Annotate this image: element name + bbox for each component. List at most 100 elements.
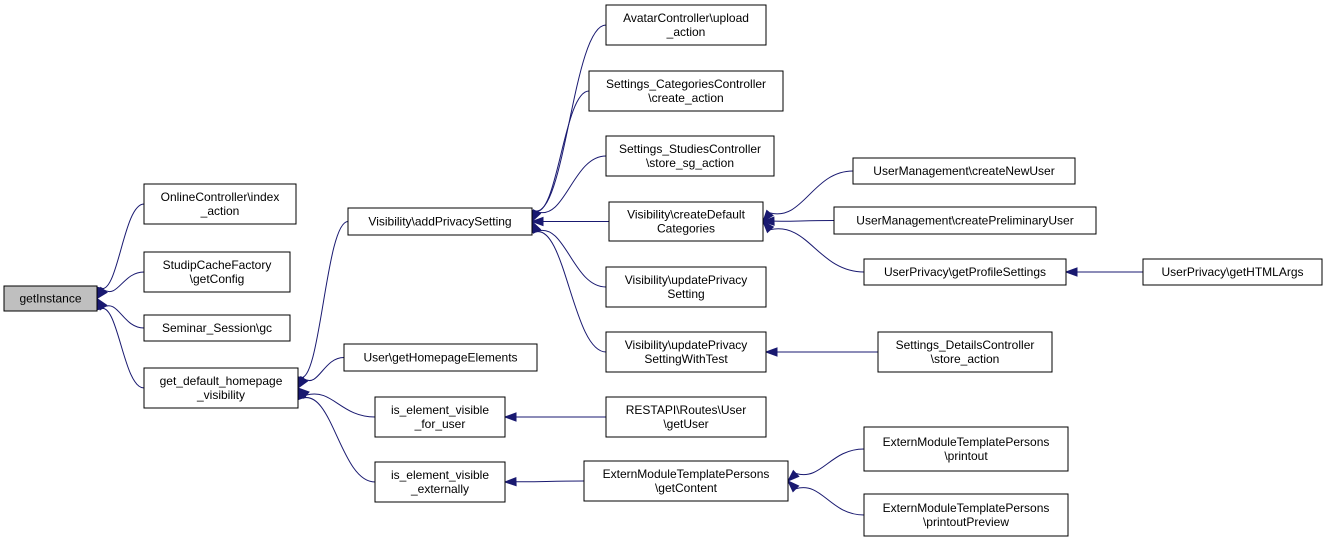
node-box [608, 201, 764, 242]
node-settings-studies[interactable]: Settings_StudiesController\store_sg_acti… [605, 135, 775, 177]
edge-update_privacy_test-to-add_privacy [530, 220, 607, 353]
node-label: ExternModuleTemplatePersons [883, 435, 1050, 449]
node-box [605, 135, 775, 177]
node-studip-cache[interactable]: StudipCacheFactory\getConfig [143, 251, 291, 293]
node-label: \store_action [931, 352, 1000, 366]
node-label: Seminar_Session\gc [162, 321, 272, 335]
node-is-visible-ext[interactable]: is_element_visible_externally [374, 461, 506, 503]
node-label: \getConfig [190, 272, 245, 286]
node-get-default-homepage[interactable]: get_default_homepage_visibility [143, 367, 299, 409]
edge-line [303, 357, 345, 382]
arrowhead [761, 216, 775, 226]
node-label: is_element_visible [391, 468, 489, 482]
edge-line [103, 305, 145, 329]
node-box [1142, 258, 1323, 286]
edge-line [769, 170, 854, 215]
node-label: \store_sg_action [646, 156, 734, 170]
node-label: \getUser [663, 417, 708, 431]
node-seminar-gc[interactable]: Seminar_Session\gc [143, 314, 291, 342]
node-label: Setting [667, 287, 704, 301]
node-label: Visibility\updatePrivacy [625, 338, 748, 352]
node-label: Settings_StudiesController [619, 142, 761, 156]
node-box [374, 396, 506, 438]
edge-line [795, 448, 865, 476]
node-box [852, 157, 1076, 185]
edge-line [534, 231, 607, 353]
edge-um_create_new-to-create_default_categories [762, 170, 854, 223]
edge-line [536, 155, 607, 214]
edge-line [299, 221, 349, 378]
node-box [3, 285, 98, 312]
edge-line [795, 487, 865, 516]
edge-line [301, 397, 376, 483]
edge-online_index-to-getInstance [94, 203, 145, 300]
node-extern-printout-preview[interactable]: ExternModuleTemplatePersons\printoutPrev… [863, 493, 1069, 537]
node-label: Settings_DetailsController [896, 338, 1035, 352]
node-label: \create_action [648, 91, 723, 105]
node-box [143, 251, 291, 293]
edge-create_default_categories-to-add_privacy [530, 216, 609, 227]
node-label: StudipCacheFactory [163, 258, 272, 272]
node-privacy-profile[interactable]: UserPrivacy\getProfileSettings [863, 258, 1067, 286]
node-add-privacy[interactable]: Visibility\addPrivacySetting [347, 207, 533, 236]
node-label: UserPrivacy\getHTMLArgs [1161, 265, 1303, 279]
node-label: \printout [944, 449, 988, 463]
node-label: getInstance [19, 292, 81, 306]
node-label: ExternModuleTemplatePersons [883, 501, 1050, 515]
edge-user_homepage_elements-to-get_default_homepage [297, 357, 345, 390]
node-box [605, 266, 767, 308]
node-box [588, 70, 784, 112]
node-user-homepage-elements[interactable]: User\getHomepageElements [343, 343, 538, 372]
node-box [863, 493, 1069, 537]
node-extern-getcontent[interactable]: ExternModuleTemplatePersons\getContent [583, 460, 789, 502]
edge-line [306, 393, 376, 418]
node-label: _action [200, 204, 240, 218]
edge-extern_getcontent-to-is_visible_ext [503, 476, 585, 487]
node-label: AvatarController\upload [623, 11, 749, 25]
node-label: UserManagement\createNewUser [873, 164, 1054, 178]
node-getInstance[interactable]: getInstance [3, 285, 98, 312]
node-online-index[interactable]: OnlineController\index_action [143, 183, 297, 225]
node-restapi-getuser[interactable]: RESTAPI\Routes\User\getUser [605, 396, 767, 438]
edge-line [533, 90, 590, 212]
arrowhead [531, 209, 542, 223]
node-settings-categories[interactable]: Settings_CategoriesController\create_act… [588, 70, 784, 112]
node-privacy-html-args[interactable]: UserPrivacy\getHTMLArgs [1142, 258, 1323, 286]
node-box [605, 396, 767, 438]
node-label: _action [666, 25, 706, 39]
node-um-create-prelim[interactable]: UserManagement\createPreliminaryUser [833, 206, 1097, 235]
node-box [863, 258, 1067, 286]
node-box [374, 461, 506, 503]
edge-privacy_html_args-to-privacy_profile [1064, 267, 1143, 277]
node-label: SettingWithTest [644, 352, 728, 366]
node-label: Settings_CategoriesController [606, 77, 766, 91]
edge-um_create_prelim-to-create_default_categories [761, 216, 835, 226]
node-avatar-upload[interactable]: AvatarController\upload_action [605, 4, 767, 46]
edge-avatar_upload-to-add_privacy [529, 24, 607, 223]
node-label: Visibility\updatePrivacy [625, 273, 748, 287]
edge-line [99, 203, 145, 289]
arrowhead [762, 220, 775, 234]
arrowhead [762, 209, 774, 223]
node-label: RESTAPI\Routes\User [626, 403, 746, 417]
arrowhead [786, 469, 800, 482]
node-box [833, 206, 1097, 235]
arrowhead [1064, 267, 1078, 277]
edges-layer [94, 24, 1143, 516]
edge-settings_details-to-update_privacy_test [764, 347, 879, 357]
node-um-create-new[interactable]: UserManagement\createNewUser [852, 157, 1076, 185]
node-label: UserPrivacy\getProfileSettings [884, 265, 1046, 279]
node-settings-details[interactable]: Settings_DetailsController\store_action [877, 331, 1053, 373]
node-is-visible-user[interactable]: is_element_visible_for_user [374, 396, 506, 438]
node-box [347, 207, 533, 236]
node-box [877, 331, 1053, 373]
edge-studip_cache-to-getInstance [96, 271, 145, 300]
node-extern-printout[interactable]: ExternModuleTemplatePersons\printout [863, 426, 1069, 472]
arrowhead [96, 286, 108, 300]
node-label: ExternModuleTemplatePersons [603, 467, 770, 481]
node-box [143, 367, 299, 409]
